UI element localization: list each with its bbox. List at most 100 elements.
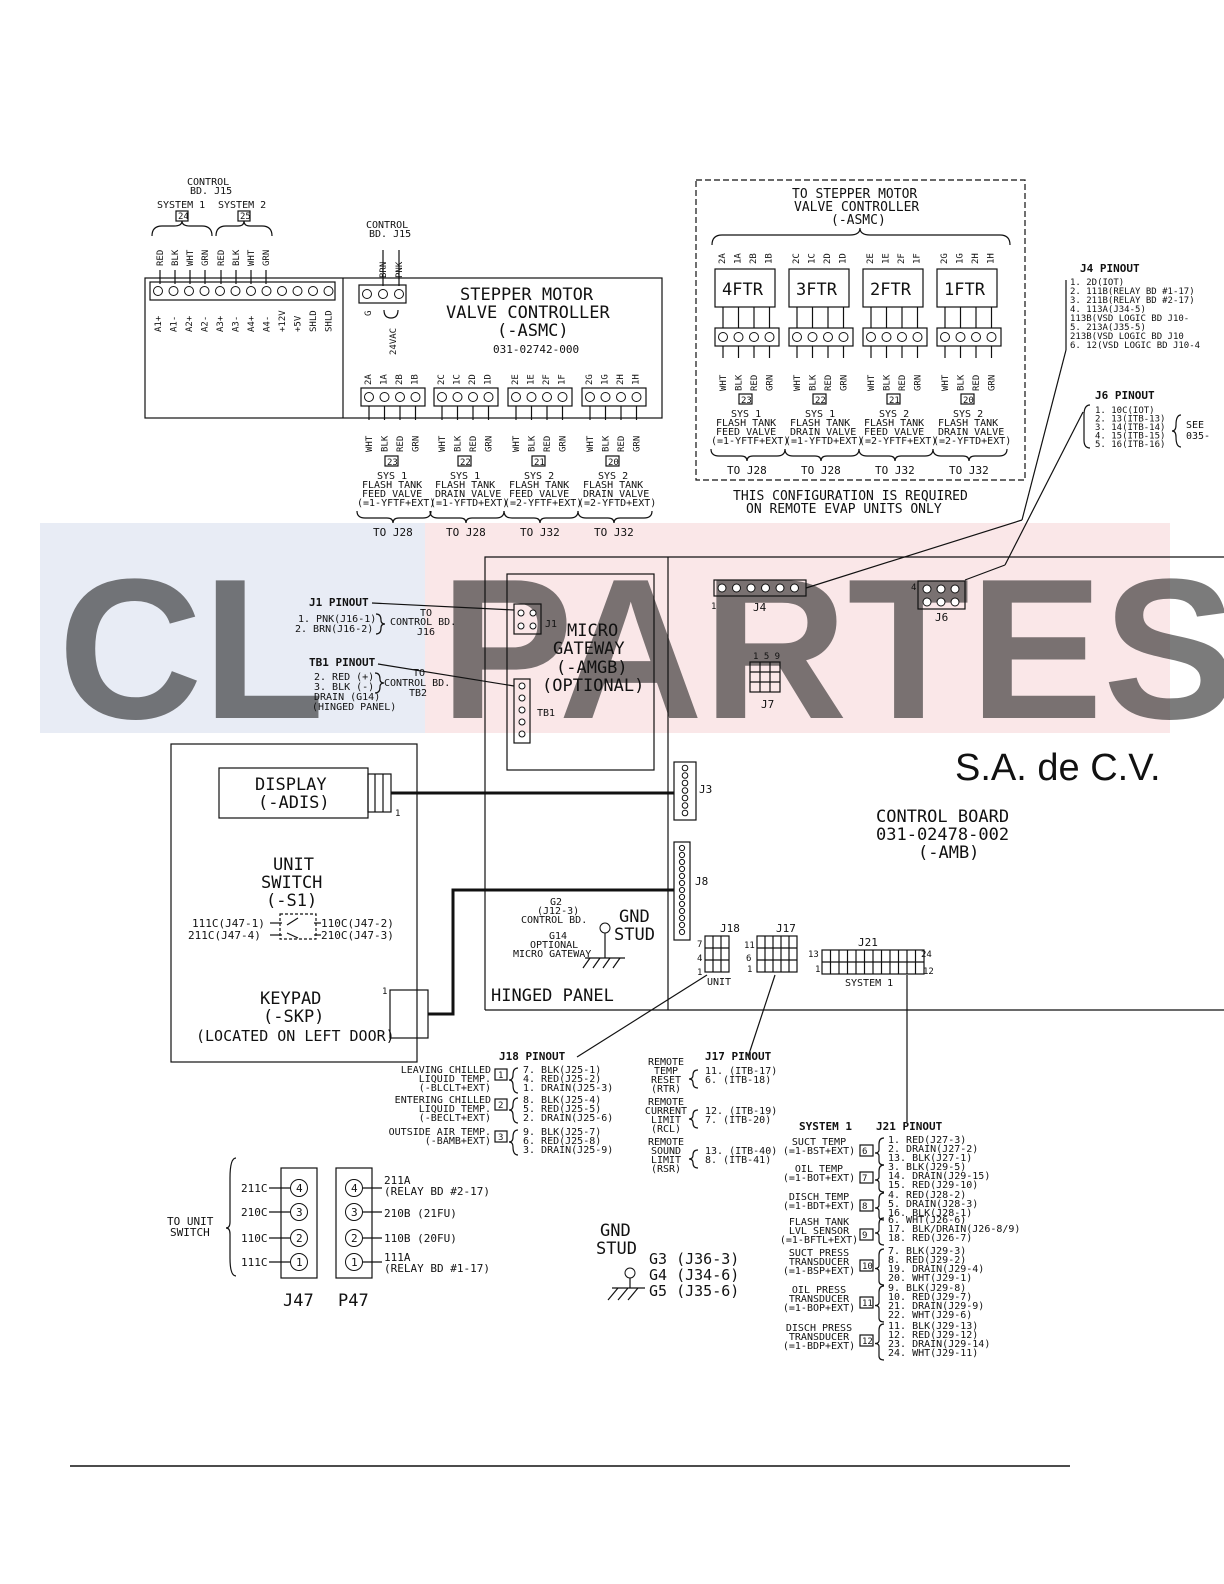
unit-switch-3: (-S1) — [266, 891, 317, 911]
j21-group-6-line-3: 24. WHT(J29-11) — [888, 1348, 978, 1359]
asmc-terminal-label-0: A1+ — [154, 315, 164, 332]
asmc-terminal-pin — [308, 286, 318, 296]
p47-pin-label-2: 2 — [351, 1232, 358, 1245]
j21-group-0-line-0: 1. RED(J27-3) — [888, 1135, 966, 1146]
unit-switch-icon — [279, 913, 317, 940]
j47-pin — [290, 1179, 308, 1197]
j47-pin-label-2: 2 — [296, 1232, 303, 1245]
asmc-connector-0 — [360, 387, 426, 407]
asmc-part: 031-02742-000 — [493, 343, 579, 356]
j21-group-3-label-0: FLASH TANK — [789, 1217, 849, 1228]
asmc-g-label: G — [364, 311, 374, 316]
board-j21-label: J21 — [858, 936, 878, 949]
gateway-tb1 — [513, 678, 531, 744]
remote-conn-1-l1: FLASH TANK — [790, 418, 850, 429]
asmc-title-3: (-ASMC) — [497, 321, 569, 341]
j47-pin-label-3: 1 — [296, 1256, 303, 1269]
j18-group-1-label-1: LIQUID TEMP. — [419, 1104, 491, 1115]
j18-pin-4: 4 — [697, 954, 702, 964]
remote-conn-1-to: TO J28 — [801, 464, 841, 477]
remote-conn-2-pin-1: 1E — [882, 253, 892, 264]
asmc-conn-3-l3: (=2-YFTD+EXT) — [578, 498, 656, 509]
board-j6-pin4: 4 — [911, 583, 916, 593]
asmc-terminal-label-7: A4- — [263, 316, 273, 332]
remote-conn-3-wire-3: GRN — [988, 375, 998, 391]
g14-line-1: G14 — [549, 931, 567, 942]
asmc-conn-2-pin-0: 2E — [511, 374, 521, 385]
board-j17-connector — [756, 935, 798, 973]
asmc-conn-2-num: 21 — [534, 458, 545, 468]
remote-title-1: TO STEPPER MOTOR — [792, 187, 917, 202]
asmc-conn-1-pin-3: 1D — [484, 374, 494, 385]
asmc-conn-1-l1: FLASH TANK — [435, 480, 495, 491]
remote-conn-1-pin-0: 2C — [792, 253, 802, 264]
asmc-conn-1-pin-0: 2C — [437, 374, 447, 385]
gnd2-g5: G5 (J35-6) — [649, 1282, 739, 1300]
p47-pin — [345, 1229, 363, 1247]
asmc-top-wire-6: WHT — [247, 249, 257, 266]
asmc-conn-2-l3: (=2-YFTF+EXT) — [504, 498, 582, 509]
gateway-j1-label: J1 — [545, 619, 557, 630]
board-j7-connector — [749, 661, 781, 693]
asmc-ctrl2-label-1: CONTROL — [366, 220, 408, 231]
j21-group-0-label-0: SUCT TEMP — [792, 1137, 846, 1148]
gateway-line-2: GATEWAY — [553, 639, 625, 659]
asmc-conn-0-l2: FEED VALVE — [362, 489, 422, 500]
asmc-conn-1-l3: (=1-YFTD+EXT) — [430, 498, 508, 509]
p47-pin — [345, 1179, 363, 1197]
j21-group-5-label-1: TRANSDUCER — [789, 1294, 850, 1305]
board-j7-label: J7 — [761, 698, 774, 711]
asmc-conn-3-wire-2: RED — [617, 436, 627, 452]
board-j4-label: J4 — [753, 601, 767, 614]
asmc-conn-0-pin-0: 2A — [364, 374, 374, 385]
remote-conn-3-to: TO J32 — [949, 464, 989, 477]
display-pin1: 1 — [395, 809, 400, 819]
remote-title-2: VALVE CONTROLLER — [794, 200, 919, 215]
j21-group-2-label-0: DISCH TEMP — [789, 1192, 849, 1203]
j21-group-5-label-0: OIL PRESS — [792, 1285, 846, 1296]
j47-left-0: 211C — [241, 1182, 268, 1195]
g14-line-2: OPTIONAL — [530, 940, 578, 951]
j21-group-6-line-0: 11. BLK(J29-13) — [888, 1321, 978, 1332]
asmc-conn-3-to: TO J32 — [594, 526, 634, 539]
j21-pin-13: 13 — [808, 950, 819, 960]
j18-group-2-num: 3 — [498, 1133, 503, 1143]
j17-group-2-label-1: SOUND — [651, 1146, 681, 1157]
asmc-top-wire-5: BLK — [232, 249, 242, 266]
gnd2-g4: G4 (J34-6) — [649, 1266, 739, 1284]
switch-left-1: 111C(J47-1) — [192, 917, 265, 930]
remote-ftr-label-0: 4FTR — [722, 280, 764, 300]
remote-note-2: ON REMOTE EVAP UNITS ONLY — [746, 502, 942, 517]
gateway-line-4: (OPTIONAL) — [542, 676, 644, 696]
remote-ftr-2 — [862, 268, 924, 308]
board-j18-connector — [704, 935, 730, 973]
gnd2-line-2: STUD — [596, 1239, 637, 1259]
asmc-system-2: SYSTEM 2 — [218, 200, 266, 211]
j6-pinout-line-2: 3. 14(ITB-14) — [1095, 423, 1165, 433]
asmc-block: CONTROL BD. J15 SYSTEM 1 SYSTEM 2 24 25 … — [144, 177, 663, 539]
remote-conn-3-pin-1: 1G — [956, 253, 966, 264]
j21-group-3-num: 9 — [862, 1231, 867, 1241]
gnd-stud-2: GND STUD G3 (J36-3) G4 (J34-6) G5 (J35-6… — [596, 1221, 739, 1301]
asmc-top-wire-4: RED — [217, 250, 227, 266]
board-j4-pin1: 1 — [711, 602, 716, 612]
remote-ftr-3 — [936, 268, 998, 308]
remote-conn-2-pin-2: 2F — [897, 253, 907, 264]
remote-conn-0-wire-0: WHT — [719, 374, 729, 391]
j21-group-0-line-2: 13. BLK(J27-1) — [888, 1153, 972, 1164]
j18-group-1-line-0: 8. BLK(J25-4) — [523, 1095, 601, 1106]
display-title: DISPLAY — [255, 775, 327, 795]
j17-group-0-label-2: RESET — [651, 1075, 681, 1086]
j1-line-1: 1. PNK(J16-1) — [298, 614, 376, 625]
left-door-panel: DISPLAY (-ADIS) 1 UNIT SWITCH (-S1) 111C… — [170, 743, 674, 1063]
remote-conn-2-wire-3: GRN — [914, 375, 924, 391]
j21-group-6-label-2: (=1-BDP+EXT) — [783, 1341, 855, 1352]
switch-right-2: 210C(J47-3) — [321, 929, 394, 942]
remote-conn-1-wire-0: WHT — [793, 374, 803, 391]
p47-right-5: 111A — [384, 1251, 411, 1264]
asmc-conn-3-wire-1: BLK — [602, 435, 612, 452]
j4-pinout-line-5: 5. 213A(J35-5) — [1070, 323, 1146, 333]
watermark-left: CL — [58, 538, 325, 761]
switch-left-2: 211C(J47-4) — [188, 929, 261, 942]
